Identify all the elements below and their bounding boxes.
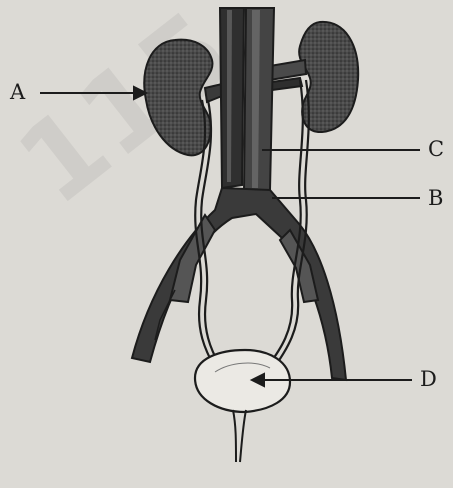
label-a: A	[10, 82, 25, 103]
urethra	[233, 410, 246, 462]
label-c: C	[428, 139, 444, 160]
aorta	[220, 8, 244, 188]
watermark: 115	[0, 0, 255, 230]
vena-cava	[244, 8, 274, 190]
label-d: D	[420, 369, 437, 390]
label-b: B	[428, 188, 443, 209]
watermark-text: 115	[0, 0, 255, 230]
